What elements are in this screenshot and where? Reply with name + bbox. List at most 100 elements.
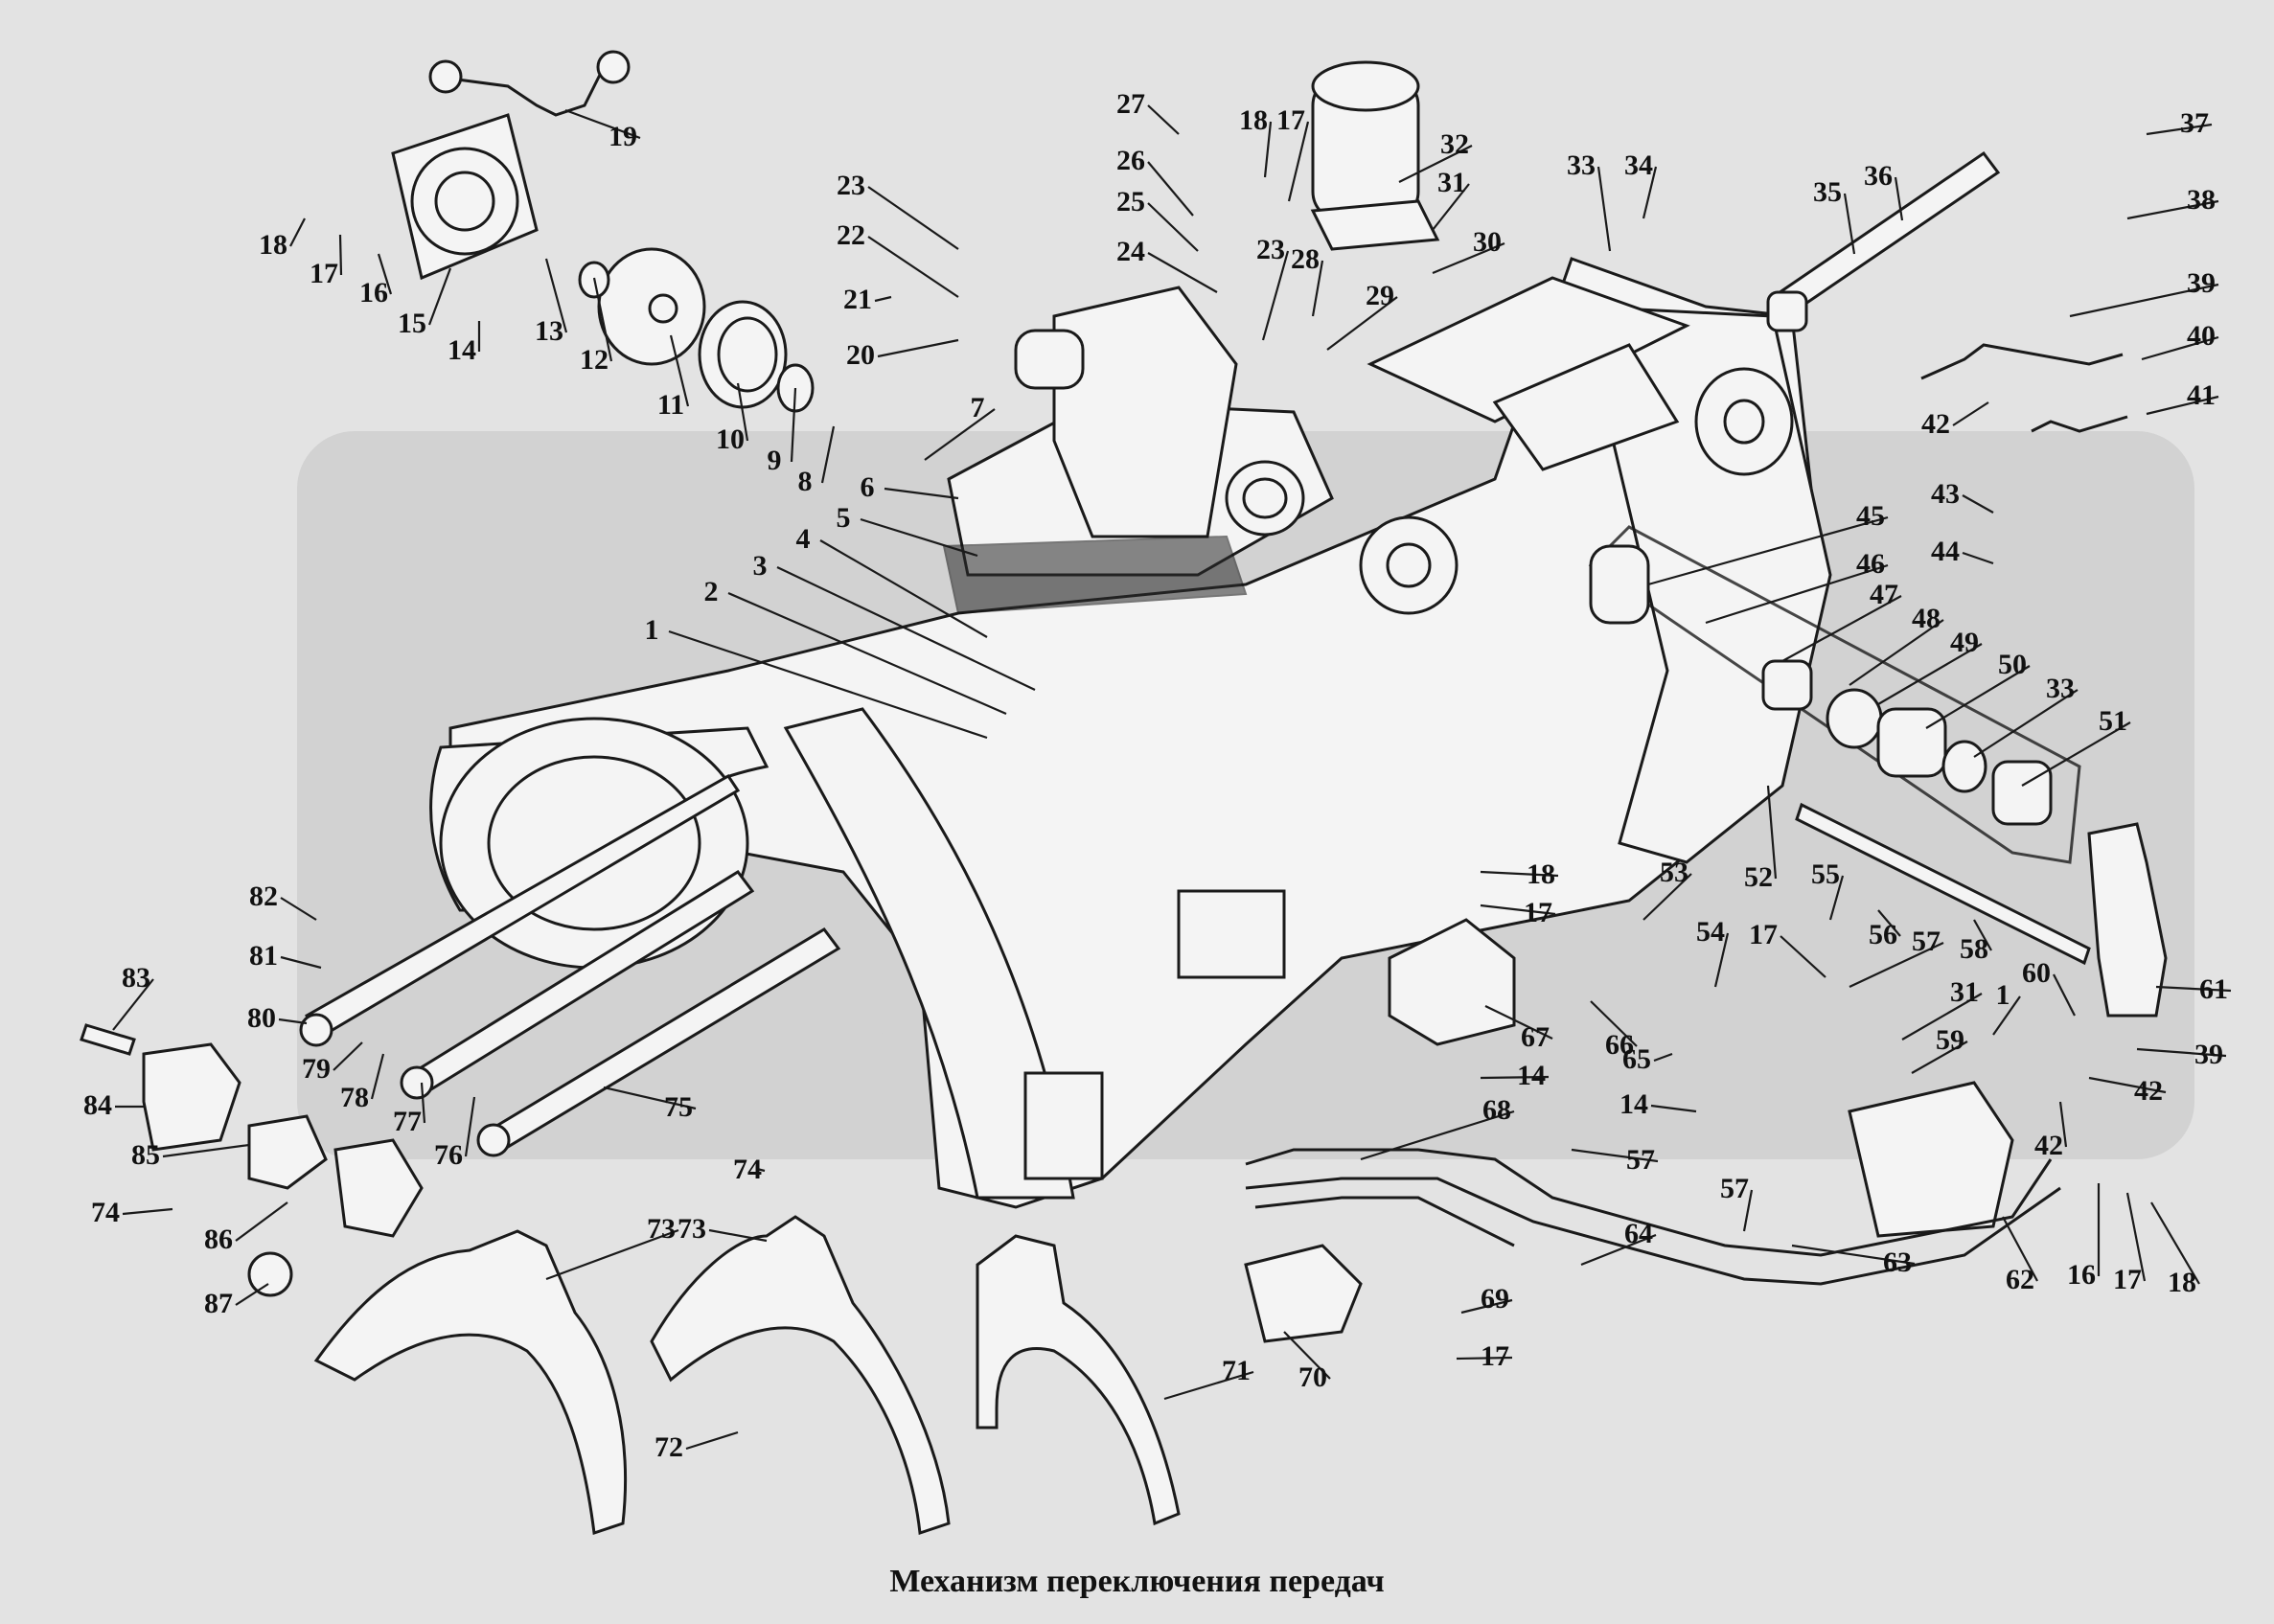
callout-leader (420, 1082, 426, 1124)
callout-leader (727, 591, 1007, 716)
callout-number: 60 (2022, 957, 2051, 989)
callout-number: 1 (645, 614, 659, 646)
callout-leader (884, 487, 959, 500)
callout-number: 14 (448, 334, 476, 366)
callout-number: 71 (1222, 1355, 1251, 1386)
callout-leader (2021, 721, 2131, 787)
pipe-68 (1254, 1196, 1515, 1247)
callout-number: 66 (1605, 1029, 1634, 1061)
callout-number: 64 (1624, 1218, 1653, 1249)
callout-leader (1849, 942, 1944, 988)
callout-leader (685, 1430, 739, 1451)
callout-number: 40 (2187, 320, 2216, 352)
callout-number: 79 (302, 1053, 331, 1085)
callout-leader (790, 387, 797, 463)
callout-leader (2125, 1192, 2147, 1282)
callout-leader (603, 1086, 697, 1110)
callout-number: 50 (1998, 649, 2027, 680)
callout-number: 76 (434, 1139, 463, 1171)
callout-leader (1877, 909, 1901, 937)
rod-35 (1766, 150, 2001, 332)
callout-leader (1480, 1075, 1550, 1080)
callout-leader (464, 1096, 476, 1157)
callout-leader (1877, 643, 1983, 705)
callout-leader (2146, 395, 2219, 416)
callout-number: 11 (657, 389, 684, 421)
callout-number: 56 (1869, 919, 1897, 950)
callout-leader (2069, 283, 2219, 318)
callout-number: 43 (1931, 478, 1960, 510)
callout-number: 27 (1116, 88, 1145, 120)
callout-number: 31 (1950, 976, 1979, 1008)
callout-leader (1992, 995, 2021, 1036)
callout-leader (874, 295, 892, 303)
callout-leader (860, 517, 978, 558)
callout-number: 36 (1864, 160, 1893, 192)
callout-number: 49 (1950, 627, 1979, 658)
callout-leader (2146, 123, 2213, 136)
callout-number: 1 (1996, 979, 2010, 1011)
callout-leader (2150, 1201, 2200, 1285)
callout-leader (1283, 1331, 1331, 1380)
valve-assembly (1310, 60, 1440, 251)
callout-number: 85 (131, 1139, 160, 1171)
callout-leader (1460, 1298, 1513, 1315)
callout-number: 57 (1626, 1144, 1655, 1176)
callout-number: 5 (837, 502, 851, 534)
callout-number: 44 (1931, 536, 1960, 567)
callout-number: 4 (796, 523, 811, 555)
callout-number: 45 (1856, 500, 1885, 532)
callout-leader (1901, 993, 1983, 1041)
callout-leader (1261, 250, 1290, 341)
callout-leader (1456, 1356, 1513, 1361)
callout-leader (1653, 1052, 1673, 1063)
callout-leader (333, 1041, 363, 1071)
callout-number: 17 (1481, 1340, 1509, 1372)
shift-forks (313, 1215, 1181, 1536)
callout-leader (1642, 873, 1692, 921)
callout-leader (1432, 241, 1505, 275)
callout-number: 2 (704, 576, 719, 607)
callout-leader (564, 108, 641, 140)
callout-number: 87 (204, 1288, 233, 1319)
callout-leader (545, 1228, 679, 1281)
pipe-63 (1245, 1148, 2053, 1257)
callout-leader (1973, 689, 2079, 758)
callout-number: 33 (2046, 673, 2075, 704)
callout-number: 28 (1291, 243, 1320, 275)
callout-number: 47 (1870, 579, 1898, 610)
callout-leader (668, 629, 988, 740)
callout-leader (1287, 121, 1310, 202)
callout-number: 75 (664, 1091, 693, 1123)
callout-number: 73 (647, 1213, 676, 1245)
callout-leader (819, 539, 988, 638)
callout-leader (877, 338, 959, 358)
lower-right-hardware (1244, 802, 2168, 1343)
callout-leader (122, 1207, 173, 1216)
callout-leader (1596, 166, 1612, 252)
callout-leader (338, 234, 343, 276)
callout-number: 52 (1744, 861, 1773, 893)
callout-leader (1484, 1005, 1553, 1040)
callout-leader (1713, 932, 1730, 988)
callout-number: 67 (1521, 1021, 1550, 1053)
callout-number: 83 (122, 962, 150, 994)
callout-leader (162, 1143, 250, 1158)
callout-number: 57 (1720, 1173, 1749, 1204)
callout-leader (1780, 935, 1826, 978)
callout-number: 9 (768, 445, 782, 476)
callout-number: 23 (1256, 234, 1285, 265)
callout-number: 19 (609, 121, 637, 152)
callout-leader (2053, 973, 2076, 1017)
callout-leader (756, 1167, 766, 1173)
callout-number: 59 (1936, 1024, 1964, 1056)
callout-number: 32 (1440, 128, 1469, 160)
callout-leader (544, 258, 568, 333)
callout-leader (1326, 296, 1398, 351)
callout-leader (427, 267, 452, 326)
callout-number: 18 (1239, 104, 1268, 136)
callout-leader (1828, 875, 1845, 921)
callout-leader (1742, 1189, 1754, 1232)
callout-number: 38 (2187, 184, 2216, 216)
callout-number: 10 (716, 423, 745, 455)
